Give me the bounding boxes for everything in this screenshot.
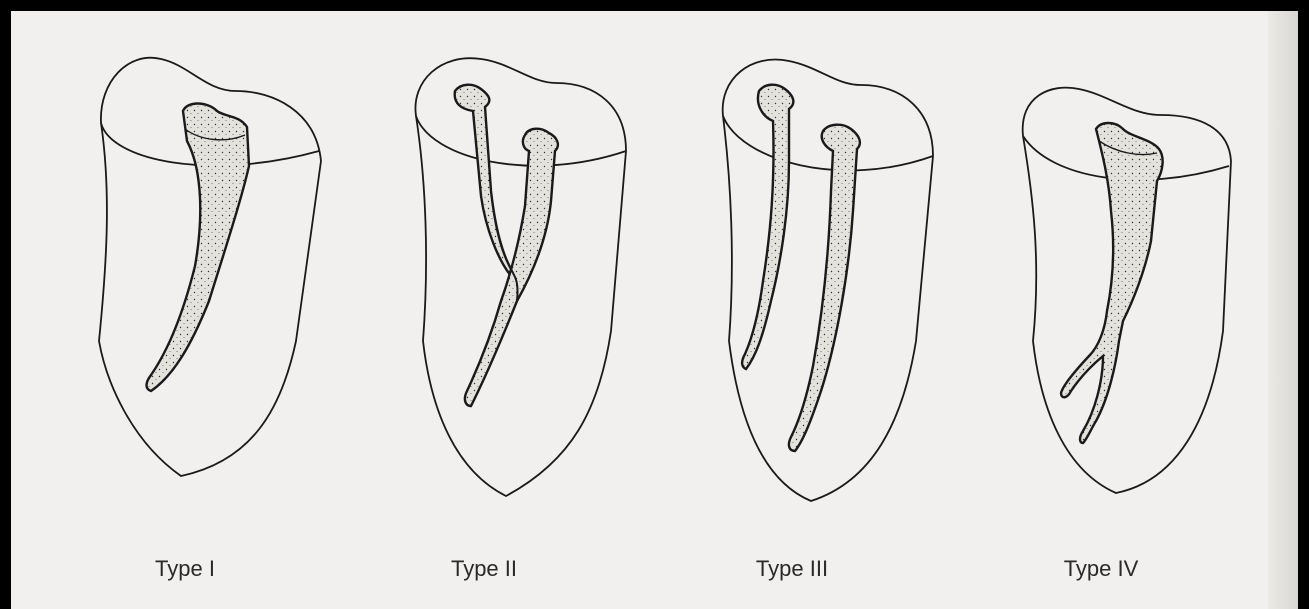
root-canal-left <box>742 85 793 369</box>
caption-type-2: Type II <box>451 556 517 582</box>
tooth-type-2 <box>415 58 626 496</box>
root-canal-left <box>455 85 511 276</box>
root-canal-right <box>789 125 860 451</box>
caption-type-4: Type IV <box>1064 556 1139 582</box>
tooth-type-4 <box>1023 88 1231 493</box>
root-canal-diagram <box>11 11 1309 609</box>
caption-type-3: Type III <box>756 556 828 582</box>
root-canal <box>147 104 250 392</box>
tooth-type-3 <box>723 60 933 501</box>
caption-type-1: Type I <box>155 556 215 582</box>
cervical-line <box>416 116 626 166</box>
tooth-type-1 <box>99 58 321 476</box>
